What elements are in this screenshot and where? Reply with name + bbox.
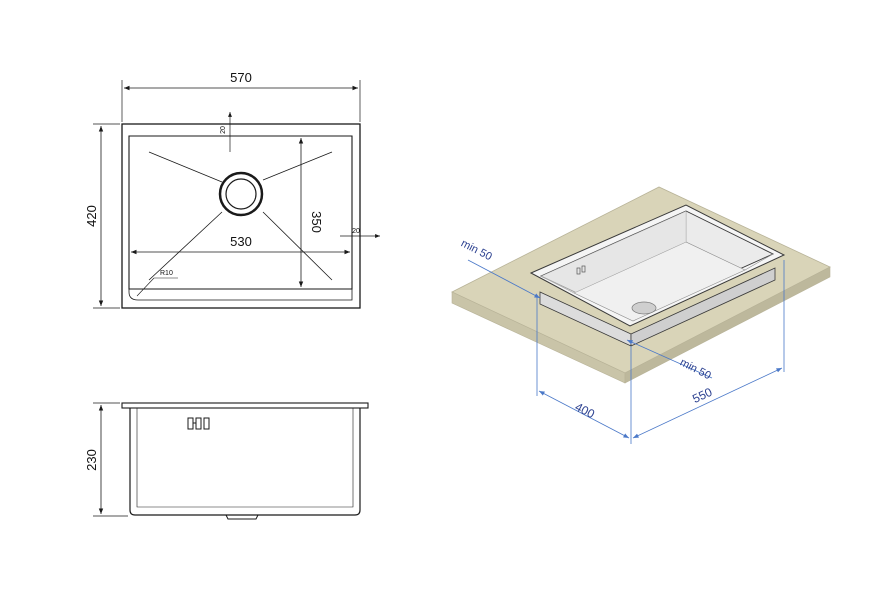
label-inner-width-530: 530: [230, 234, 252, 249]
front-view-rim: [121, 402, 369, 409]
sink-drain: [631, 301, 657, 315]
front-view-drain: [225, 514, 259, 520]
label-inner-height-350: 350: [309, 211, 324, 233]
top-view: [93, 80, 380, 309]
top-view-outer-outline: [121, 123, 361, 309]
label-offset-side-20: 20: [352, 228, 360, 235]
label-cabinet-depth-400: 400: [573, 400, 597, 422]
countertop-right-edge: [624, 266, 831, 384]
label-height-420: 420: [84, 205, 99, 227]
sink-overflow-icon: [576, 265, 586, 275]
dim-line-min50-front: [626, 339, 713, 379]
label-min50-left: min 50: [459, 237, 494, 263]
installation-dimensions: [467, 259, 785, 444]
top-view-drain-inner: [225, 178, 257, 210]
dim-line-400: [538, 390, 630, 439]
label-offset-top-20: 20: [220, 126, 227, 134]
top-view-drain-outer: [218, 171, 264, 217]
overflow-icon: [187, 417, 210, 430]
dim-line-min50-left: [467, 259, 541, 299]
installation-view: [451, 186, 831, 444]
top-view-drain-lines: [148, 151, 333, 281]
front-view-bowl: [129, 408, 361, 516]
dim-line-550: [632, 367, 783, 439]
front-view: [93, 402, 369, 520]
label-cabinet-width-550: 550: [690, 385, 714, 406]
label-min50-front: min 50: [678, 356, 713, 382]
label-width-570: 570: [230, 70, 252, 85]
label-depth-230: 230: [84, 449, 99, 471]
label-radius-r10: R10: [160, 270, 173, 277]
